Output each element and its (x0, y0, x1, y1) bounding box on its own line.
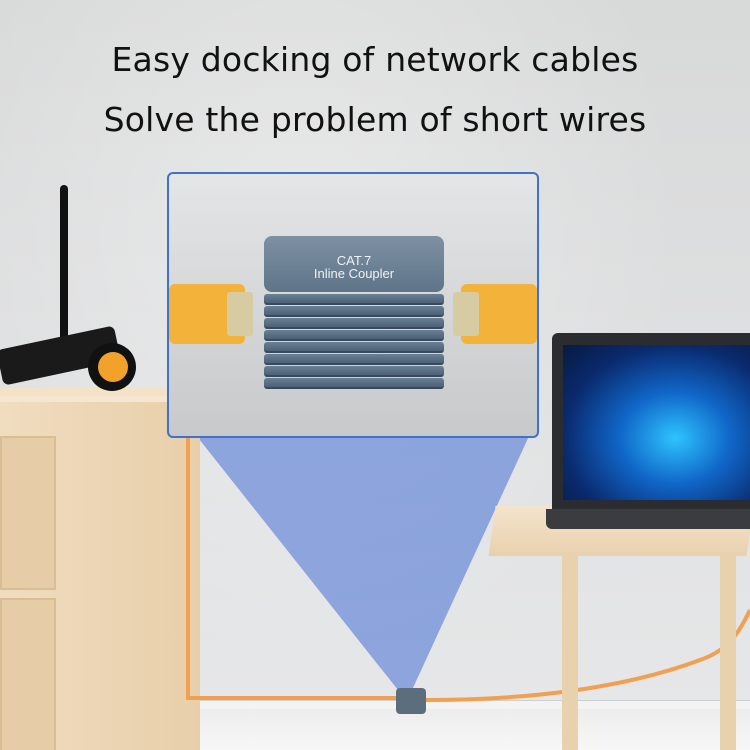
desk-leg (562, 556, 578, 750)
headline-line-1: Easy docking of network cables (111, 40, 639, 79)
rj45-plug-right-contacts (453, 292, 479, 336)
laptop-keyboard (546, 509, 750, 529)
laptop-display (563, 345, 750, 500)
coupler-label-line1: CAT.7 (336, 253, 372, 268)
coupler-label-line2: Inline Coupler (313, 266, 395, 281)
coupler-fin (264, 354, 444, 365)
coupler-label: CAT.7 Inline Coupler (264, 254, 444, 280)
coupler-icon (396, 688, 426, 714)
router-knob-accent (98, 352, 128, 382)
coupler-fin (264, 294, 444, 305)
coupler-fin (264, 378, 444, 389)
coupler-fin (264, 318, 444, 329)
desk-leg (720, 556, 736, 750)
coupler-fin (264, 366, 444, 377)
rj45-plug-left-contacts (227, 292, 253, 336)
coupler-fin (264, 342, 444, 353)
network-cable (186, 696, 396, 700)
coupler-body (264, 236, 444, 292)
coupler-fin (264, 306, 444, 317)
cabinet-drawer (0, 436, 56, 590)
network-cable (186, 400, 190, 700)
coupler-closeup-inset: CAT.7 Inline Coupler (167, 172, 539, 438)
headline-line-2: Solve the problem of short wires (103, 100, 647, 139)
baseboard (0, 700, 750, 709)
cabinet-drawer (0, 598, 56, 750)
router-antenna (60, 185, 68, 360)
coupler-fin (264, 330, 444, 341)
